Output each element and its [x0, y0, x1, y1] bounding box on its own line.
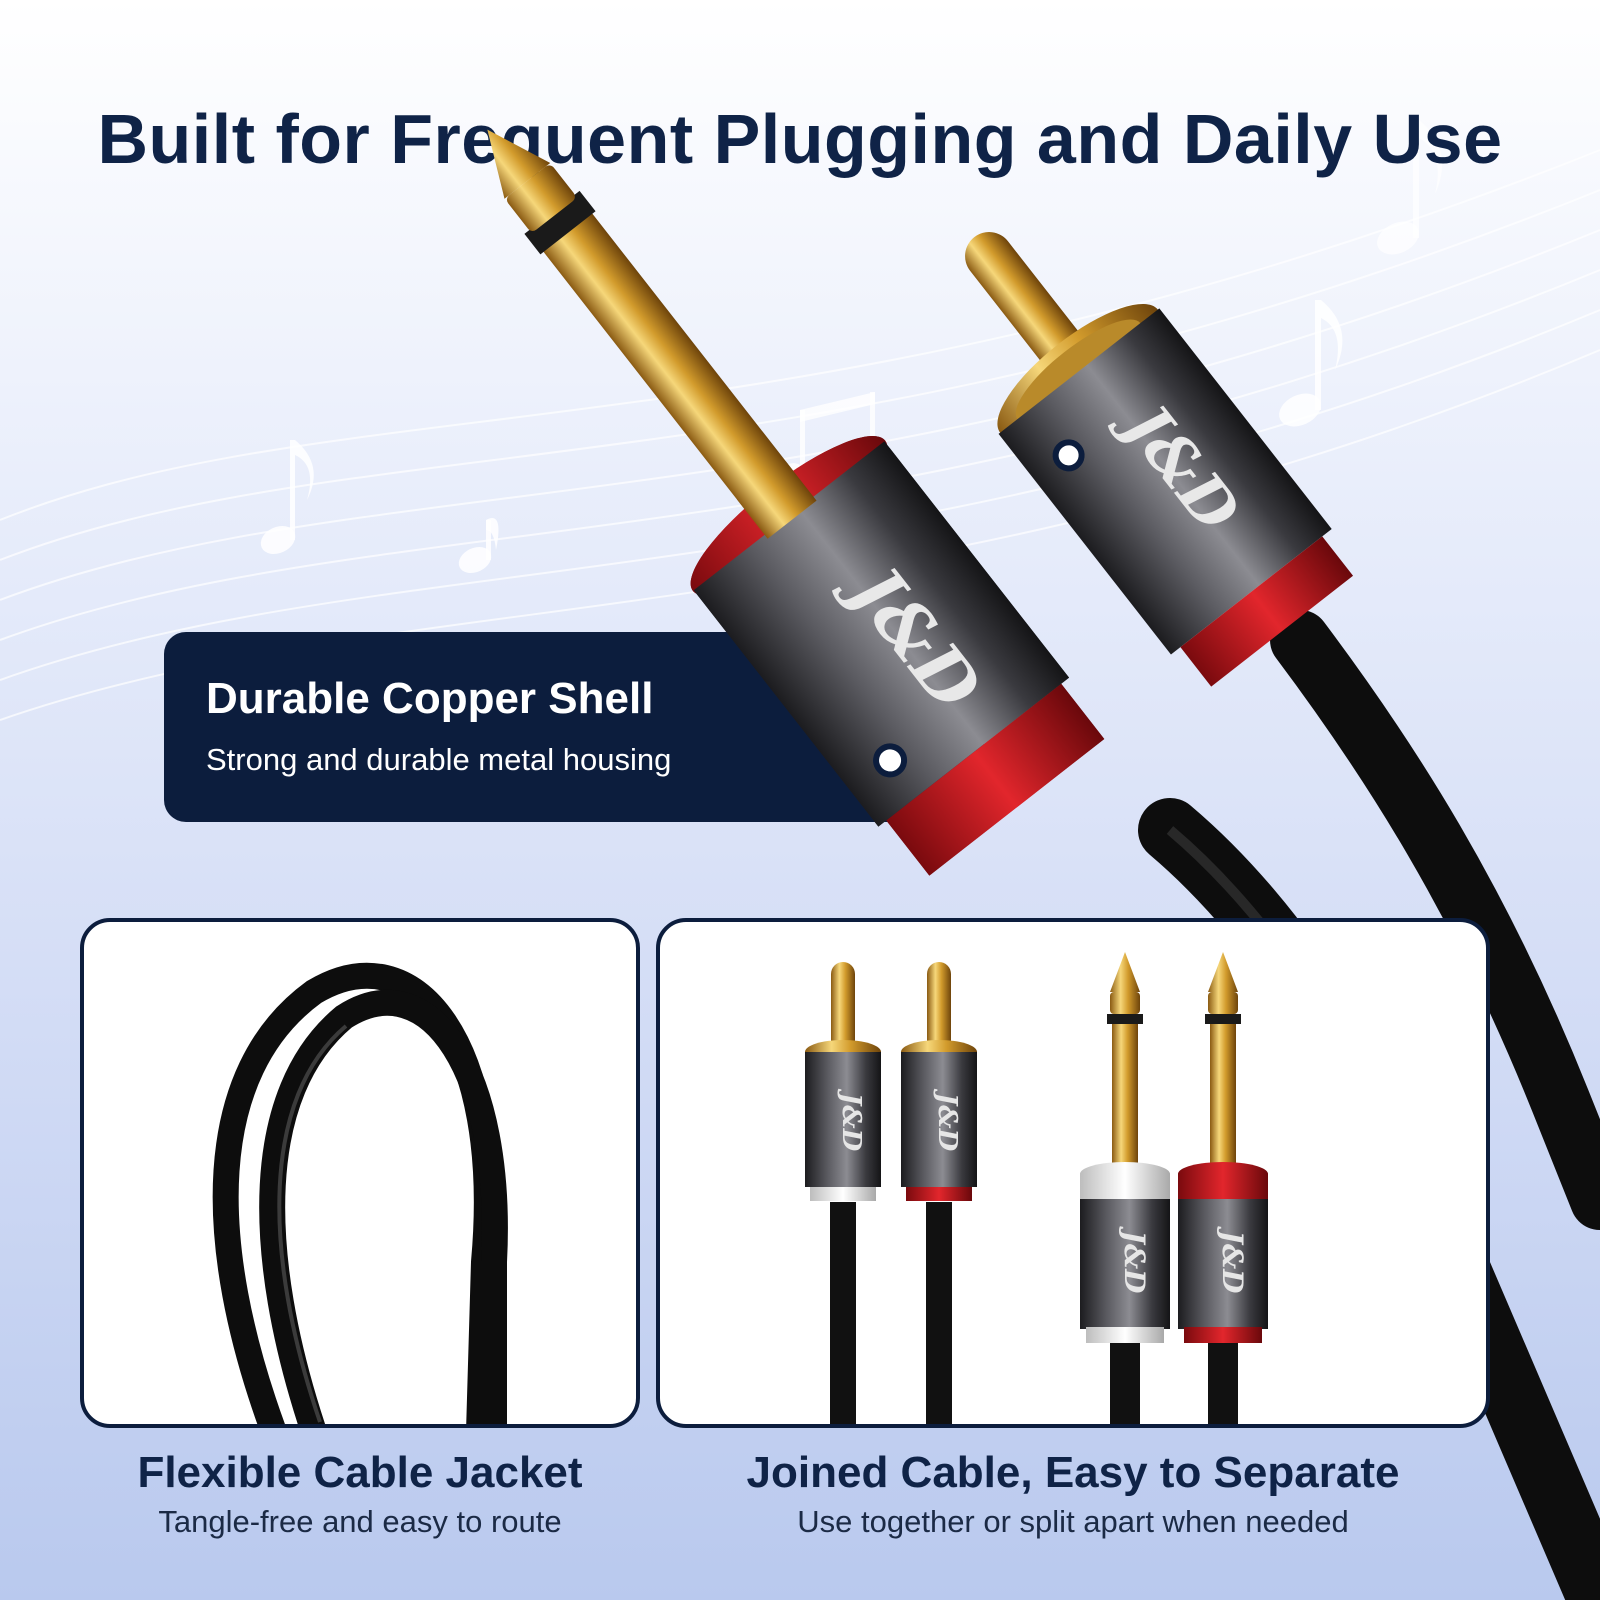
music-note-icon: [260, 440, 314, 555]
coiled-cable-illustration: [212, 962, 508, 1424]
feature-title: Joined Cable, Easy to Separate: [746, 1448, 1400, 1497]
feature-subtitle: Use together or split apart when needed: [797, 1504, 1349, 1539]
callout-subtitle: Strong and durable metal housing: [206, 742, 672, 777]
music-note-icon: [458, 518, 499, 574]
brand-logo: J&D: [1216, 1226, 1249, 1295]
cable: [1270, 610, 1600, 1230]
rca-plug-red: J&D: [901, 962, 977, 1201]
brand-logo: J&D: [836, 1088, 866, 1152]
flexible-cable-panel: [80, 918, 640, 1428]
music-note-icon: [1279, 300, 1343, 427]
feature-caption-flexible: Flexible Cable Jacket Tangle-free and ea…: [80, 1448, 640, 1540]
rca-plug-white: J&D: [805, 962, 881, 1201]
music-note-icon: [1377, 120, 1443, 255]
joined-cable-panel: J&D J&D J&D: [656, 918, 1490, 1428]
ts-plug-red: J&D: [1178, 952, 1268, 1343]
brand-logo: J&D: [1118, 1226, 1151, 1295]
four-plugs-illustration: J&D J&D J&D: [805, 952, 1268, 1424]
durable-shell-callout: Durable Copper Shell Strong and durable …: [164, 632, 984, 822]
callout-title: Durable Copper Shell: [206, 674, 654, 723]
brand-logo: J&D: [932, 1088, 962, 1152]
feature-subtitle: Tangle-free and easy to route: [158, 1504, 562, 1539]
headline: Built for Frequent Plugging and Daily Us…: [97, 99, 1503, 178]
feature-title: Flexible Cable Jacket: [137, 1448, 583, 1497]
feature-caption-joined: Joined Cable, Easy to Separate Use toget…: [656, 1448, 1490, 1540]
ts-plug-white: J&D: [1080, 952, 1170, 1343]
rca-plug: J&D: [965, 232, 1354, 687]
